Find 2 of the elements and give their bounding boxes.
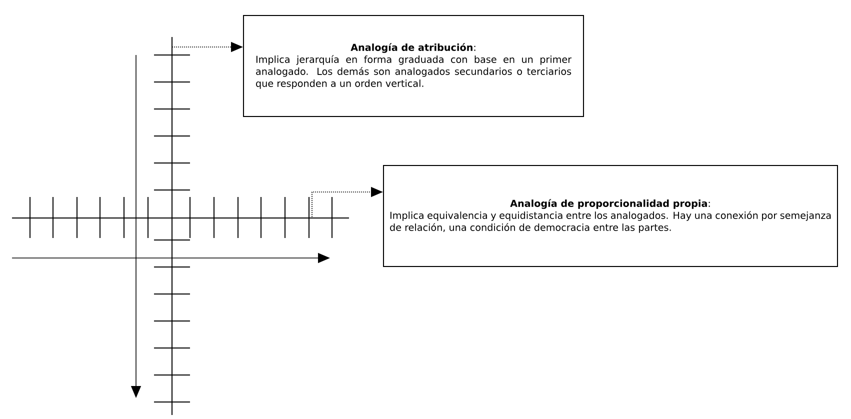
text-box: Analogía de proporcionalidad propia: Implica equivalencia y equidistancia entre los analogados. Hay una conexión por semejanza de relación, una condición de democracia entre las partes.	[383, 165, 838, 267]
text-box: Analogía de atribución: Implica jerarquía en forma graduada con base en un primer analogado. Los demás son analogados secundarios o terciarios que responden a un orden vertical.	[243, 15, 584, 117]
